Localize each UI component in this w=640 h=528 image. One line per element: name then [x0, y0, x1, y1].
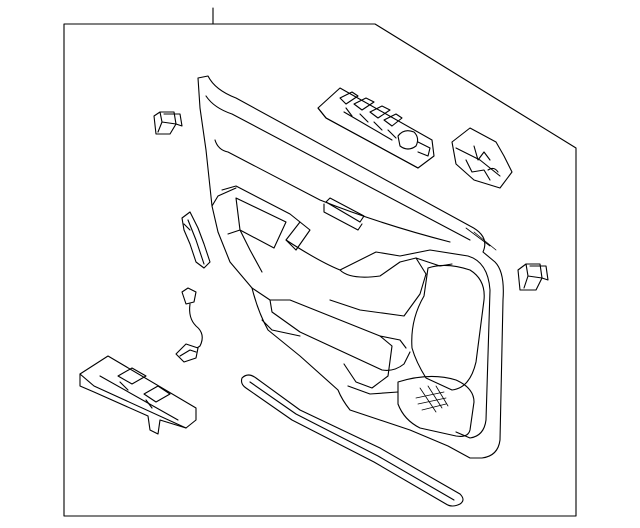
window-switch-master	[317, 87, 435, 169]
door-trim-panel	[197, 75, 504, 459]
diagram-frame	[63, 23, 577, 517]
pull-handle-cover	[181, 211, 211, 269]
retainer-clip-right	[517, 263, 549, 291]
window-switch-single	[79, 355, 197, 435]
mirror-switch-bracket	[451, 127, 513, 189]
weatherstrip	[240, 374, 464, 507]
wire-harness	[175, 287, 203, 363]
retainer-clip-left	[153, 111, 183, 135]
